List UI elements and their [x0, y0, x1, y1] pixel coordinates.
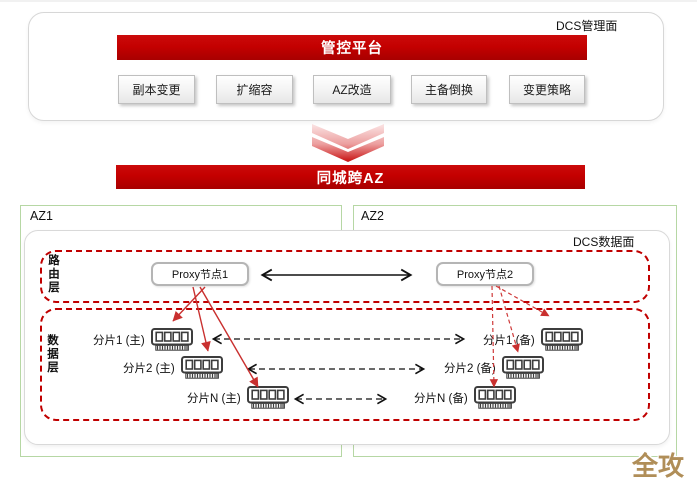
ram-icon	[181, 356, 223, 380]
control-platform-banner: 管控平台	[117, 35, 587, 60]
ram-icon	[541, 328, 583, 352]
data-plane-label: DCS数据面	[573, 235, 635, 249]
routing-layer-label: 路由层	[47, 254, 59, 295]
shard-az1-1: 分片1 (主)	[93, 328, 193, 352]
shard-az2-1: 分片1 (备)	[483, 328, 583, 352]
ram-icon	[247, 386, 289, 410]
ram-icon	[151, 328, 193, 352]
button-change-policy: 变更策略	[509, 75, 585, 104]
shard-az1-2: 分片2 (主)	[123, 356, 223, 380]
shard-az1-n: 分片N (主)	[187, 386, 289, 410]
data-layer-box	[40, 308, 650, 421]
button-scale: 扩缩容	[216, 75, 293, 104]
management-plane-label: DCS管理面	[556, 19, 618, 33]
routing-layer-box	[40, 250, 650, 303]
az2-label: AZ2	[361, 209, 384, 223]
watermark: 全攻略	[632, 451, 685, 479]
chevron-down-icon	[312, 124, 384, 162]
button-replica-change: 副本变更	[118, 75, 195, 104]
cross-az-banner: 同城跨AZ	[116, 165, 585, 189]
ram-icon	[474, 386, 516, 410]
az1-label: AZ1	[30, 209, 53, 223]
button-az-rebuild: AZ改造	[313, 75, 391, 104]
button-switchover: 主备倒换	[411, 75, 487, 104]
shard-az2-2: 分片2 (备)	[444, 356, 544, 380]
proxy-node-2: Proxy节点2	[436, 262, 534, 286]
control-platform-banner-label: 管控平台	[321, 41, 383, 57]
data-layer-label: 数据层	[46, 334, 58, 375]
cross-az-banner-label: 同城跨AZ	[316, 170, 385, 187]
shard-az2-n: 分片N (备)	[414, 386, 516, 410]
ram-icon	[502, 356, 544, 380]
proxy-node-1: Proxy节点1	[151, 262, 249, 286]
